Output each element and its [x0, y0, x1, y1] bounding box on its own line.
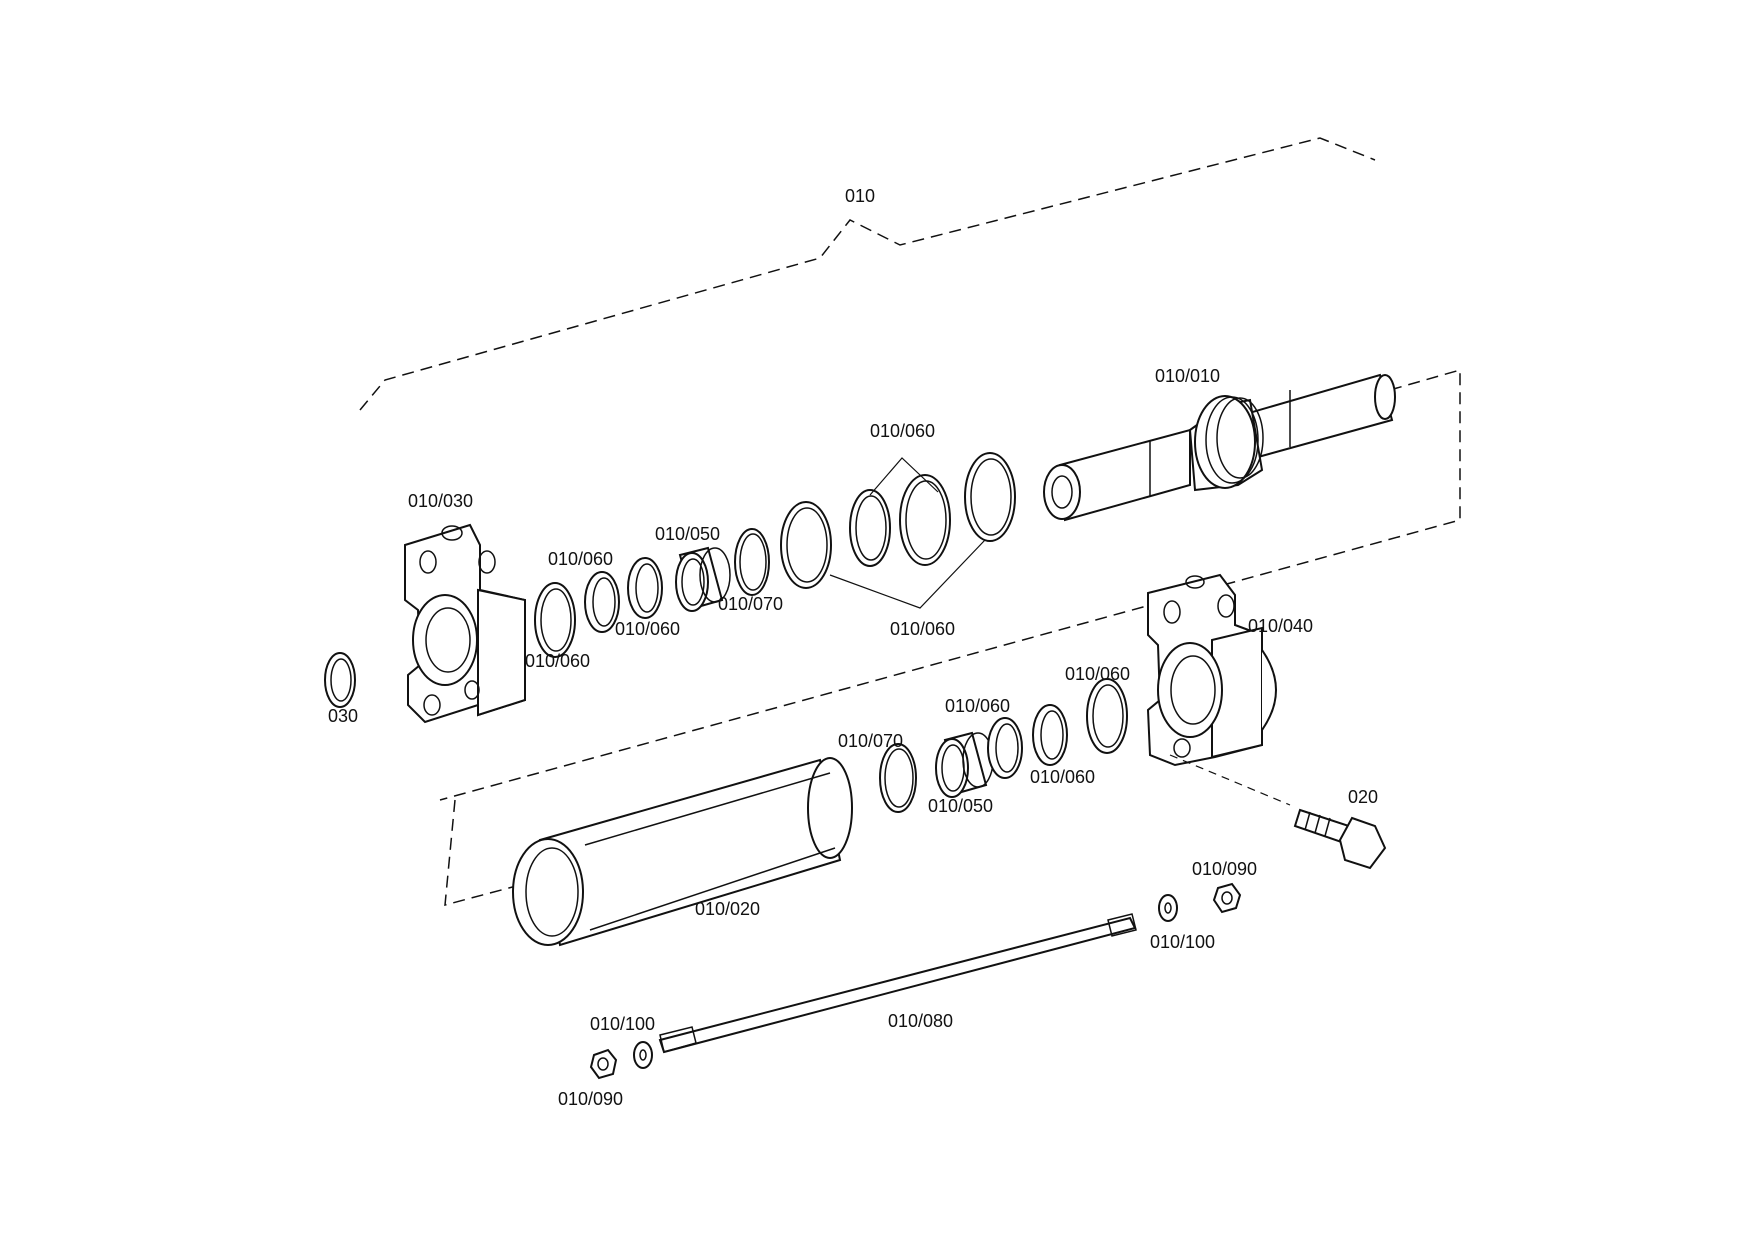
retaining-ring-030[interactable]	[324, 652, 356, 708]
seal-ring-010-060-c[interactable]	[627, 557, 663, 619]
label-010-060-f: 010/060	[1030, 767, 1095, 787]
label-010-060-mid: 010/060	[890, 619, 955, 639]
seal-ring-010-060-f[interactable]	[1086, 678, 1128, 754]
label-010-060-e: 010/060	[945, 696, 1010, 716]
washer-010-100-a[interactable]	[633, 1041, 653, 1069]
label-020: 020	[1348, 787, 1378, 807]
piston-ring-010-060-large-c[interactable]	[899, 474, 951, 566]
label-010-050-b: 010/050	[928, 796, 993, 816]
label-010-100-b: 010/100	[1150, 932, 1215, 952]
leader-010-060-top	[869, 457, 939, 496]
piston-ring-010-060-large-d[interactable]	[964, 452, 1016, 542]
label-010-030: 010/030	[408, 491, 473, 511]
label-010-020: 010/020	[695, 899, 760, 919]
label-010-090-b: 010/090	[558, 1089, 623, 1109]
guide-bush-010-050-b[interactable]	[935, 731, 994, 798]
end-block-010-040[interactable]	[1146, 573, 1277, 767]
piston-ring-010-060-large-b[interactable]	[849, 489, 891, 567]
label-010-070-a: 010/070	[718, 594, 783, 614]
label-010-090-a: 010/090	[1192, 859, 1257, 879]
nut-010-090-a[interactable]	[1212, 882, 1242, 914]
end-block-010-030[interactable]	[404, 523, 526, 724]
wiper-ring-010-070-a[interactable]	[734, 528, 770, 596]
seal-ring-010-060-e[interactable]	[1032, 704, 1068, 766]
label-010-060-d: 010/060	[1065, 664, 1130, 684]
piston-rod-010-010[interactable]	[1043, 373, 1396, 522]
cylinder-tube-010-020[interactable]	[512, 757, 853, 947]
assembly-outline-upper	[439, 369, 1461, 801]
nut-010-090-b[interactable]	[589, 1048, 618, 1080]
label-010-070-b: 010/070	[838, 731, 903, 751]
seal-ring-010-060-d[interactable]	[987, 717, 1023, 779]
seal-ring-010-060-b[interactable]	[584, 571, 620, 633]
label-010-010: 010/010	[1155, 366, 1220, 386]
label-010: 010	[845, 186, 875, 206]
bolt-020[interactable]	[1169, 754, 1387, 870]
washer-010-100-b[interactable]	[1158, 894, 1178, 922]
assembly-bracket	[359, 137, 1376, 411]
label-010-050-a: 010/050	[655, 524, 720, 544]
seal-ring-010-060-a[interactable]	[534, 582, 576, 658]
assembly-outline-lower	[444, 799, 521, 907]
label-010-060-a: 010/060	[548, 549, 613, 569]
label-010-060-b: 010/060	[615, 619, 680, 639]
label-010-100-a: 010/100	[590, 1014, 655, 1034]
label-030: 030	[328, 706, 358, 726]
label-010-060-c: 010/060	[525, 651, 590, 671]
label-010-080: 010/080	[888, 1011, 953, 1031]
guide-bush-010-050-a[interactable]	[675, 546, 731, 612]
leader-010-060-mid	[829, 539, 986, 609]
wiper-ring-010-070-b[interactable]	[879, 743, 917, 813]
piston-ring-010-060-large-a[interactable]	[780, 501, 832, 589]
tie-rod-010-080[interactable]	[658, 913, 1137, 1054]
label-010-040: 010/040	[1248, 616, 1313, 636]
label-010-060-top: 010/060	[870, 421, 935, 441]
